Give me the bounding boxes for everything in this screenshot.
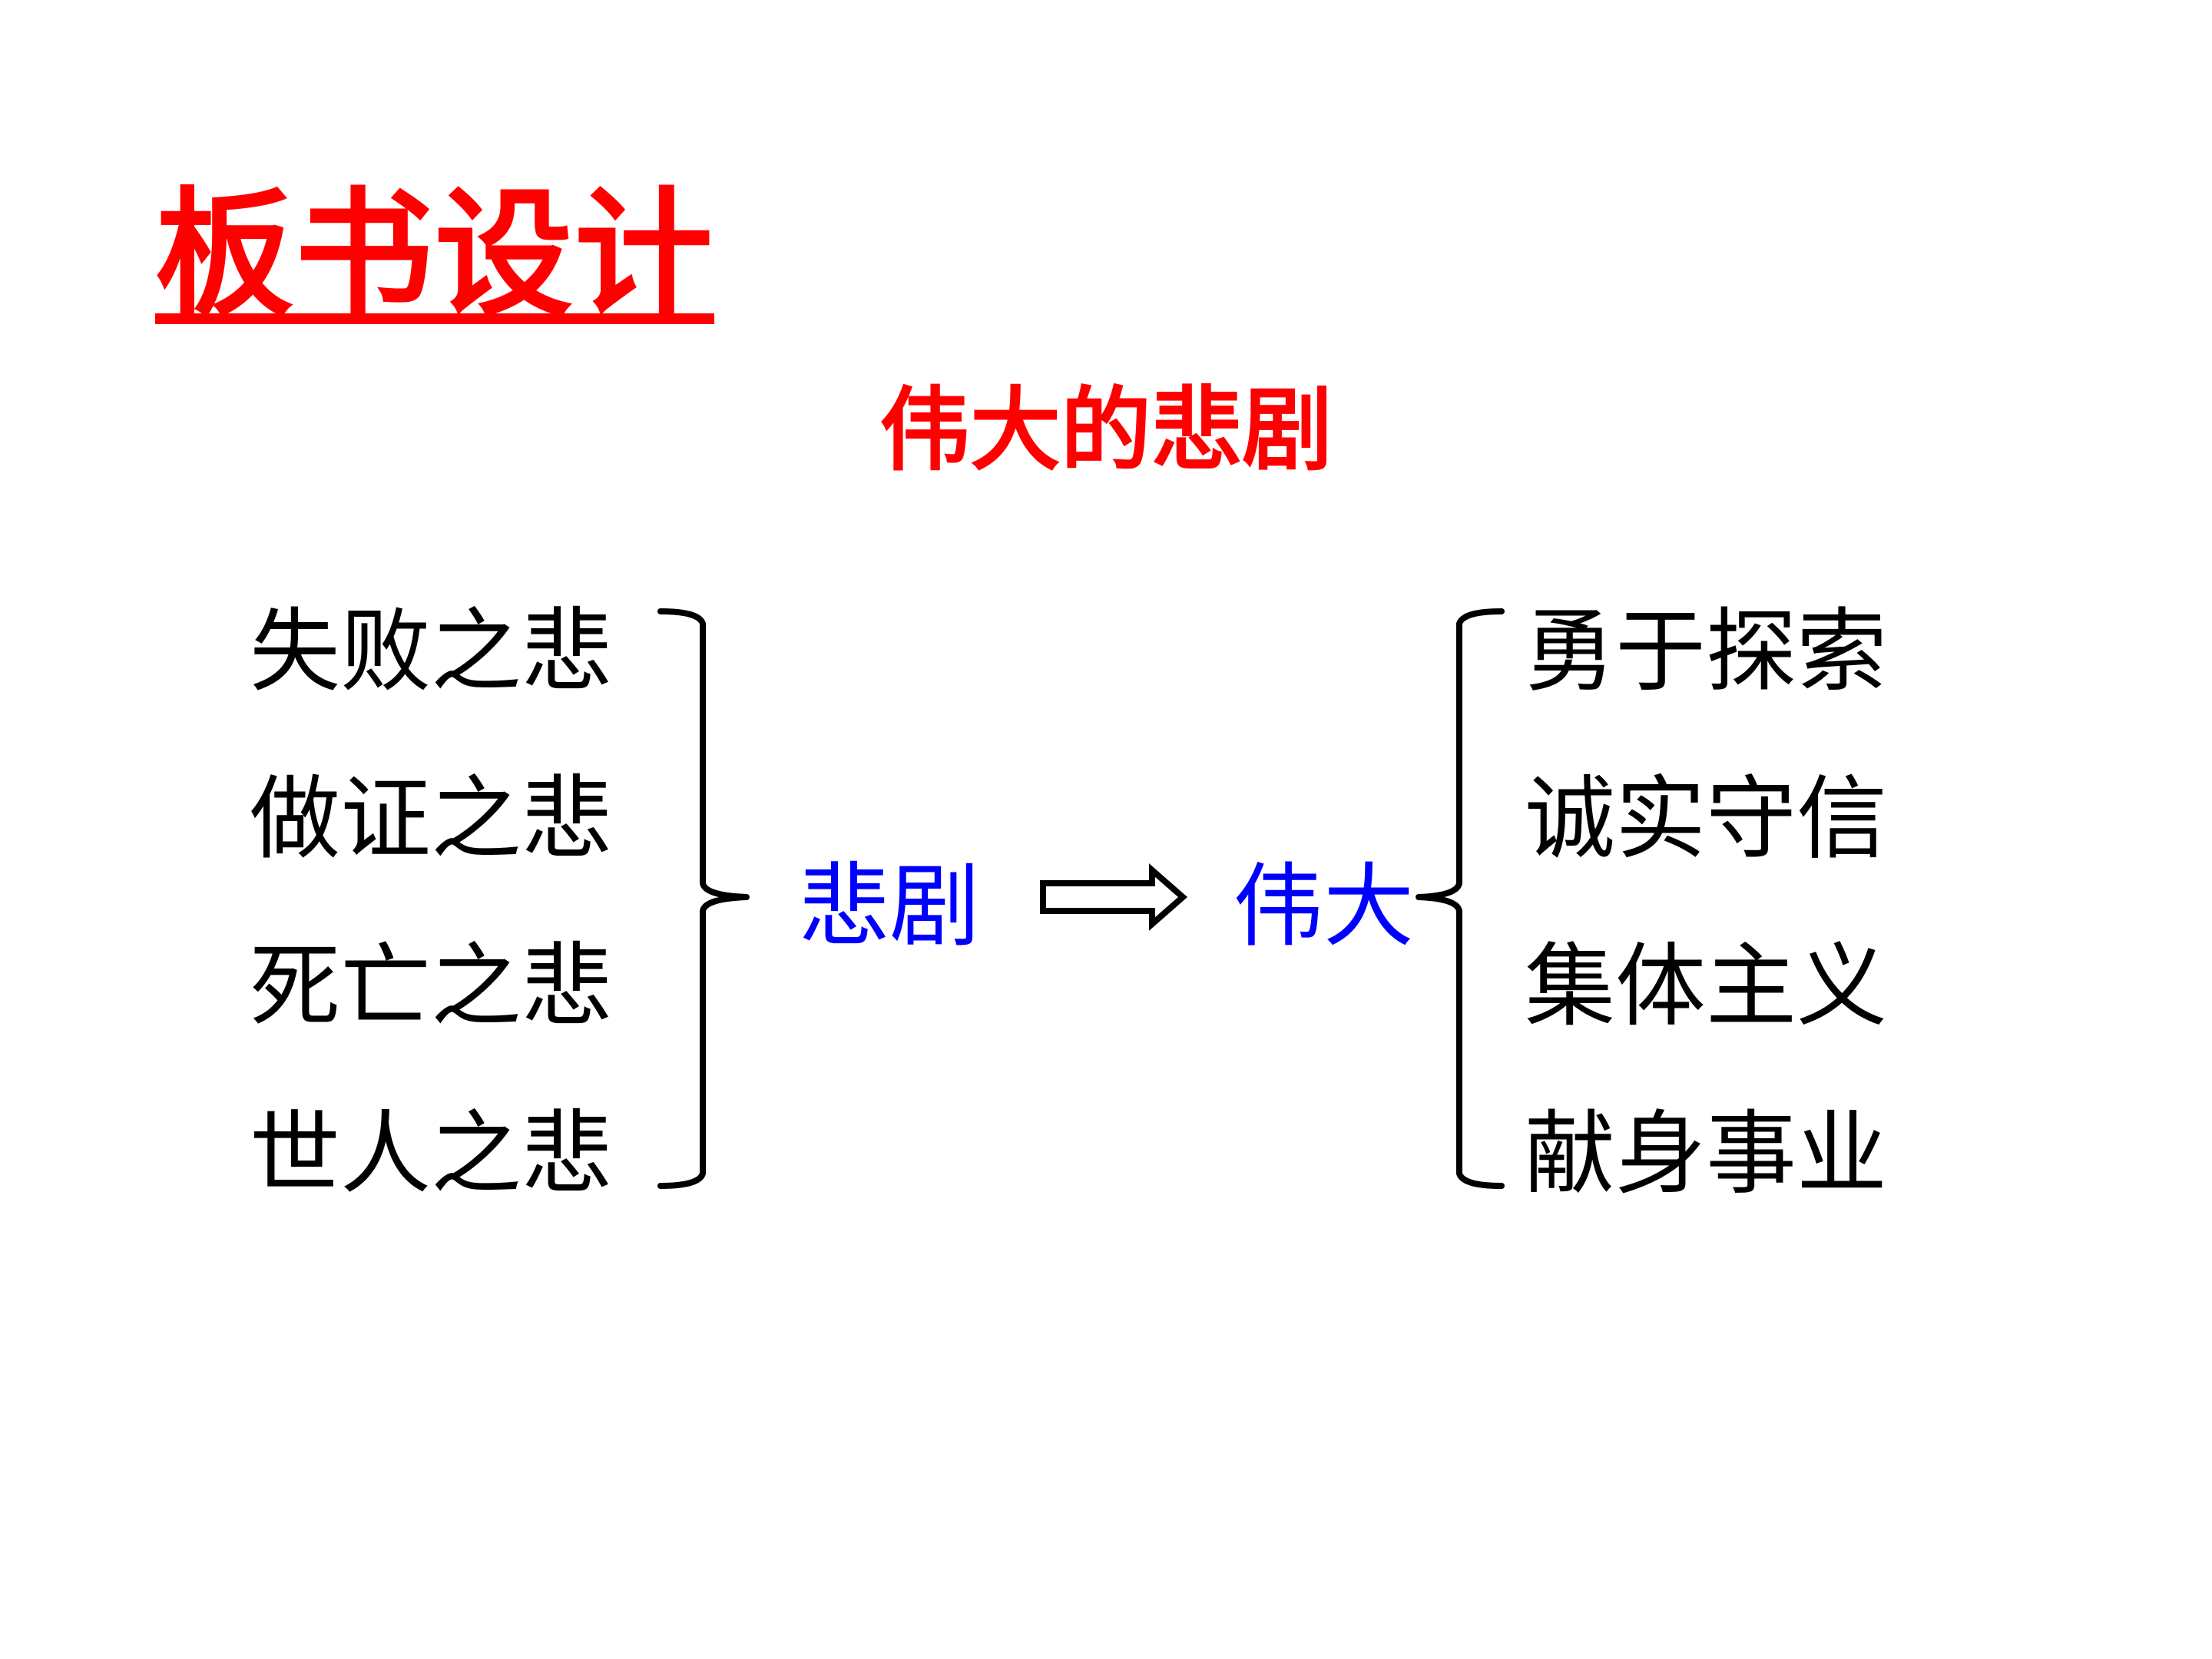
left-item: 死亡之悲	[250, 933, 613, 1039]
right-brace	[1416, 608, 1505, 1189]
left-item: 做证之悲	[250, 766, 613, 872]
right-list: 勇于探索 诚实守信 集体主义 献身事业	[1525, 598, 1924, 1212]
left-item: 失败之悲	[250, 598, 613, 704]
right-item: 诚实守信	[1525, 766, 1888, 872]
left-brace	[657, 608, 750, 1189]
left-list: 失败之悲 做证之悲 死亡之悲 世人之悲	[250, 598, 649, 1212]
right-item: 勇于探索	[1525, 598, 1888, 704]
tragedy-word: 悲剧	[799, 853, 981, 959]
left-item: 世人之悲	[250, 1101, 613, 1207]
greatness-word: 伟大	[1233, 853, 1415, 959]
arrow-right-icon	[1040, 863, 1188, 931]
right-item: 集体主义	[1525, 933, 1888, 1039]
right-item: 献身事业	[1525, 1101, 1888, 1207]
subtitle: 伟大的悲剧	[879, 377, 1333, 483]
slide-heading: 板书设计	[155, 174, 715, 336]
